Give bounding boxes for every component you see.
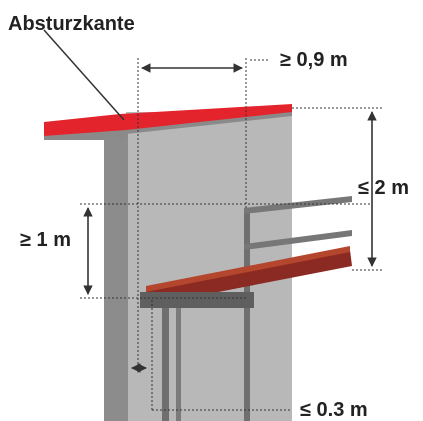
min-height-label: ≥ 1 m [20,229,71,251]
edge-leader-line [43,29,125,121]
max-gap-label: ≤ 0.3 m [300,399,368,421]
scaffold-deck-top [146,246,350,292]
guardrail-top [244,196,352,214]
max-height-label: ≤ 2 m [358,177,409,199]
scaffold-deck-frame [140,292,254,308]
edge-label: Absturzkante [8,13,135,35]
scaffold-post-back [176,300,181,421]
parapet-column [104,130,128,421]
scaffold-post-outer [244,208,250,421]
min-width-label: ≥ 0,9 m [280,49,348,71]
scaffold-post-inner [162,290,169,421]
guardrail-middle [244,230,352,250]
fall-edge-red [44,104,292,136]
